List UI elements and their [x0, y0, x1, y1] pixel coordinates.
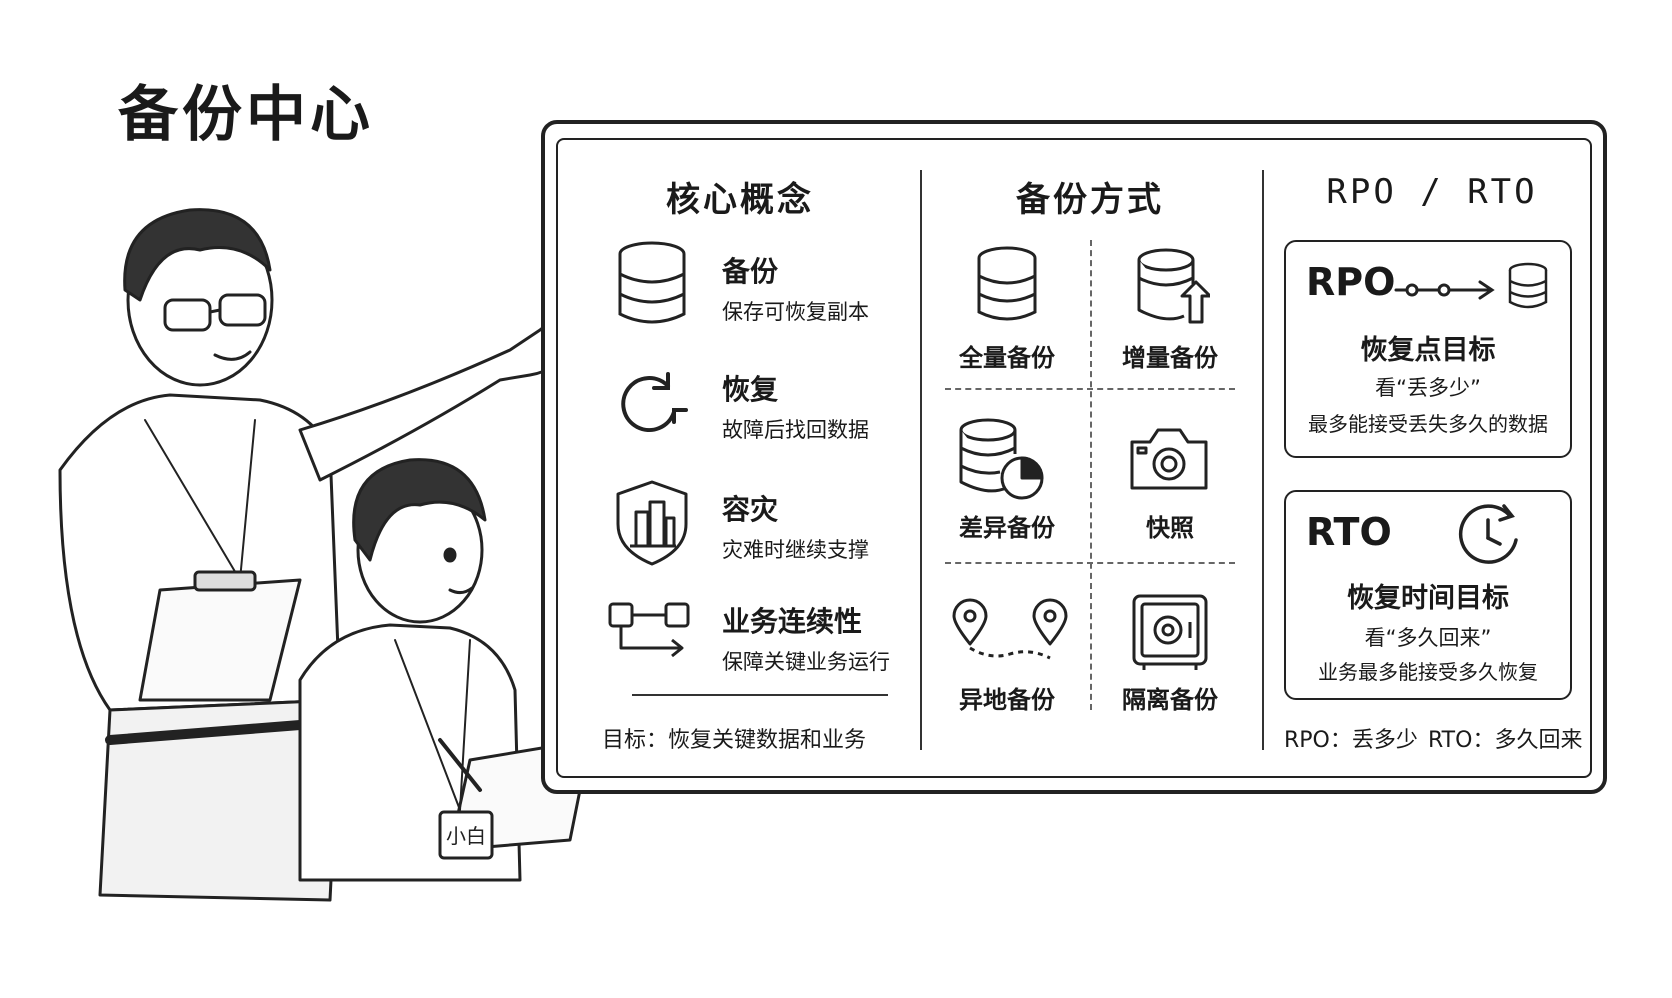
- teacher-pants: [98, 698, 342, 902]
- database-icon: [1508, 262, 1548, 309]
- clock-icon: [1458, 504, 1518, 564]
- methods-grid-separator: [945, 388, 1235, 390]
- student-badge-label: 小白: [446, 824, 486, 848]
- column-divider: [1262, 170, 1264, 750]
- whiteboard-surface: [556, 138, 1592, 778]
- method-label: 差异备份: [959, 514, 1055, 542]
- concepts-goal: 目标：恢复关键数据和业务: [602, 728, 867, 753]
- rto-sub: 看“多久回来”: [1364, 626, 1492, 650]
- camera-icon: [1130, 428, 1208, 490]
- teacher-clipboard: [138, 578, 302, 702]
- concept-desc: 灾难时继续支撑: [722, 538, 869, 562]
- rpo-title: 恢复点目标: [1360, 335, 1496, 366]
- database-pie-icon: [959, 418, 1044, 500]
- location-pins-icon: [952, 598, 1068, 660]
- method-label: 快照: [1146, 514, 1194, 542]
- column-divider: [920, 170, 922, 750]
- student-hair: [352, 458, 487, 562]
- method-label: 隔离备份: [1122, 686, 1218, 714]
- concept-name: 容灾: [722, 493, 779, 526]
- concept-desc: 保障关键业务运行: [722, 650, 890, 674]
- database-icon: [977, 246, 1037, 321]
- goal-divider: [632, 694, 888, 696]
- rpo-code: RPO: [1306, 260, 1396, 304]
- teacher-hair: [123, 208, 272, 302]
- method-label: 异地备份: [959, 686, 1055, 714]
- flow-icon: [608, 602, 690, 658]
- rto-summary: RTO：多久回来: [1428, 728, 1583, 753]
- methods-grid-separator: [1090, 240, 1092, 710]
- shield-building-icon: [616, 480, 688, 566]
- concept-desc: 保存可恢复副本: [722, 300, 869, 324]
- database-upload-icon: [1137, 248, 1210, 324]
- concept-name: 业务连续性: [722, 605, 863, 638]
- rpo-sub: 看“丢多少”: [1375, 376, 1481, 400]
- student-badge: [438, 810, 494, 860]
- method-label: 全量备份: [959, 344, 1055, 372]
- method-label: 增量备份: [1122, 344, 1218, 372]
- timeline-arrow-icon: [1394, 280, 1495, 300]
- rpo-desc: 最多能接受丢失多久的数据: [1308, 412, 1548, 436]
- rto-card: [1284, 490, 1572, 700]
- methods-column-title: 备份方式: [1016, 180, 1164, 220]
- rpo-summary: RPO：丢多少: [1284, 728, 1418, 753]
- methods-grid-separator: [945, 562, 1235, 564]
- illustration-teacher-student: 小白: [58, 208, 592, 902]
- database-icon: [618, 241, 686, 324]
- rto-desc: 业务最多能接受多久恢复: [1318, 660, 1538, 684]
- concepts-column-title: 核心概念: [666, 180, 814, 220]
- concept-desc: 故障后找回数据: [722, 418, 869, 442]
- refresh-icon: [621, 372, 688, 432]
- safe-icon: [1132, 594, 1208, 670]
- rpo-rto-column-title: RPO / RTO: [1326, 172, 1538, 212]
- concept-name: 恢复: [722, 373, 779, 406]
- concept-name: 备份: [722, 255, 779, 288]
- rto-title: 恢复时间目标: [1347, 583, 1509, 614]
- rto-code: RTO: [1306, 510, 1392, 554]
- rpo-card: [1284, 240, 1572, 458]
- page-title: 备份中心: [118, 80, 374, 150]
